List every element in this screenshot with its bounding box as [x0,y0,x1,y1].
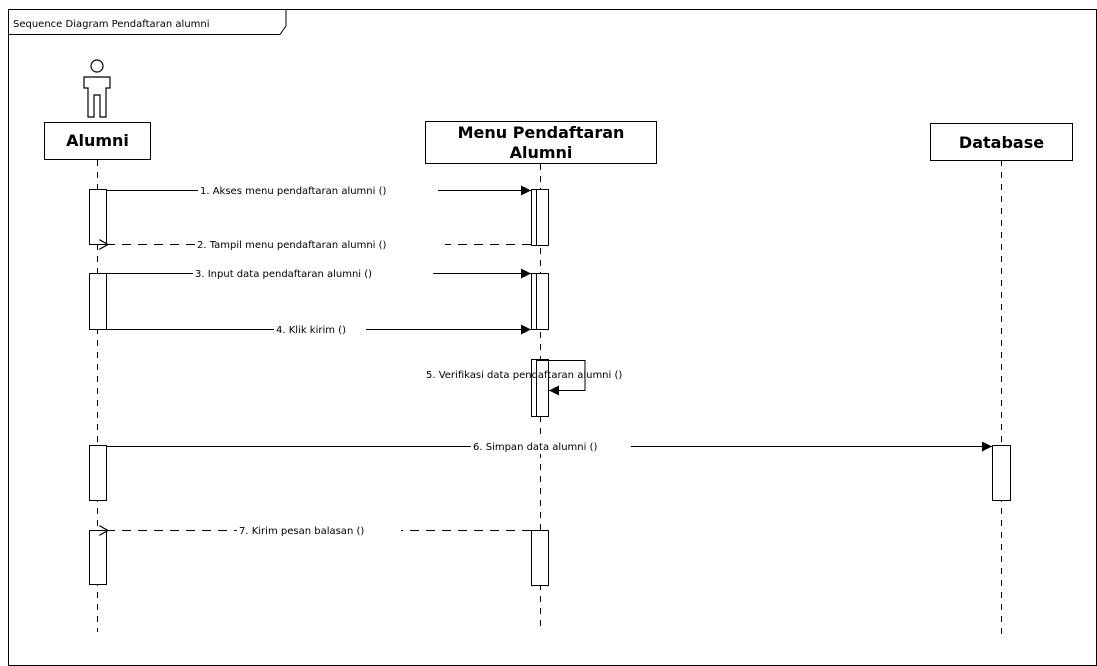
activation-alumni-4 [89,530,107,585]
message-2-label: 2. Tampil menu pendaftaran alumni () [197,240,387,251]
message-7-label: 7. Kirim pesan balasan () [239,526,364,537]
activation-menu-3 [531,359,549,417]
activation-menu-4 [531,530,549,586]
message-5-label: 5. Verifikasi data pendaftaran alumni () [426,370,622,381]
activation-alumni-1 [89,189,107,245]
participant-database-label: Database [959,133,1044,152]
frame-title: Sequence Diagram Pendaftaran alumni [13,19,210,30]
participant-alumni: Alumni [44,122,151,160]
message-3: 3. Input data pendaftaran alumni () [106,265,531,281]
activation-alumni-2 [89,273,107,330]
activation-alumni-3 [89,445,107,501]
message-3-label: 3. Input data pendaftaran alumni () [195,269,372,280]
message-6-label: 6. Simpan data alumni () [473,442,597,453]
participant-alumni-label: Alumni [66,131,129,150]
message-1-label: 1. Akses menu pendaftaran alumni () [200,186,386,197]
message-2: 2. Tampil menu pendaftaran alumni () [108,236,531,252]
participant-menu-label-line2: Alumni [510,143,573,162]
diagram-frame [8,9,1097,666]
activation-menu-1 [531,189,549,246]
message-1: 1. Akses menu pendaftaran alumni () [106,182,531,198]
message-4-label: 4. Klik kirim () [276,325,346,336]
participant-menu-label-line1: Menu Pendaftaran [458,123,625,142]
participant-database: Database [930,123,1073,161]
message-7: 7. Kirim pesan balasan () [108,522,531,538]
participant-menu: Menu Pendaftaran Alumni [425,121,657,164]
activation-menu-2 [531,273,549,330]
message-4: 4. Klik kirim () [106,321,531,337]
message-6: 6. Simpan data alumni () [106,438,992,454]
activation-database-1 [992,445,1011,501]
actor-icon [83,59,111,118]
frame-title-tab [8,9,287,35]
message-5-self: 5. Verifikasi data pendaftaran alumni () [426,360,622,396]
